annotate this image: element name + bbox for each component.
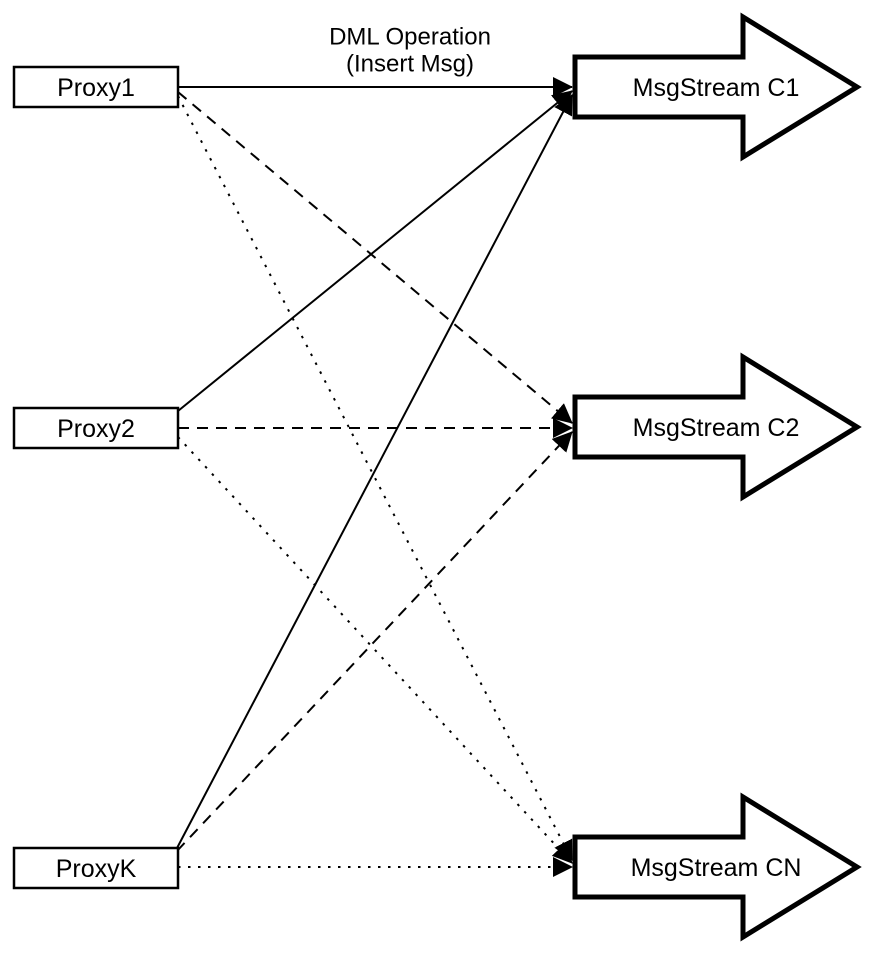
msgstream-c1-label: MsgStream C1: [633, 74, 800, 102]
msgstream-c2-label: MsgStream C2: [633, 414, 800, 442]
proxyk-label: ProxyK: [56, 855, 137, 883]
edge-proxyk-to-c1-solid: [175, 94, 573, 851]
msgstream-cn-label: MsgStream CN: [631, 854, 802, 882]
msgstream-cn-block-arrow: [572, 792, 862, 942]
dml-annotation-line2: (Insert Msg): [346, 51, 474, 78]
proxy2-box: [12, 406, 180, 450]
edge-proxy2-to-c1-solid: [177, 90, 573, 412]
edge-proxy1-to-cn-dotted: [177, 95, 573, 861]
edge-proxy1-to-c2-dashed: [177, 91, 573, 424]
proxyk-box: [12, 846, 180, 890]
edge-proxyk-to-c2-dashed: [176, 431, 573, 852]
proxy2-label: Proxy2: [57, 415, 135, 443]
proxy1-box: [12, 65, 180, 109]
proxy1-label: Proxy1: [57, 74, 135, 102]
edge-proxy2-to-cn-dotted: [177, 436, 573, 864]
msgstream-c1-block-arrow: [572, 12, 862, 162]
msgstream-c2-block-arrow: [572, 352, 862, 502]
dml-annotation-line1: DML Operation: [329, 24, 491, 51]
